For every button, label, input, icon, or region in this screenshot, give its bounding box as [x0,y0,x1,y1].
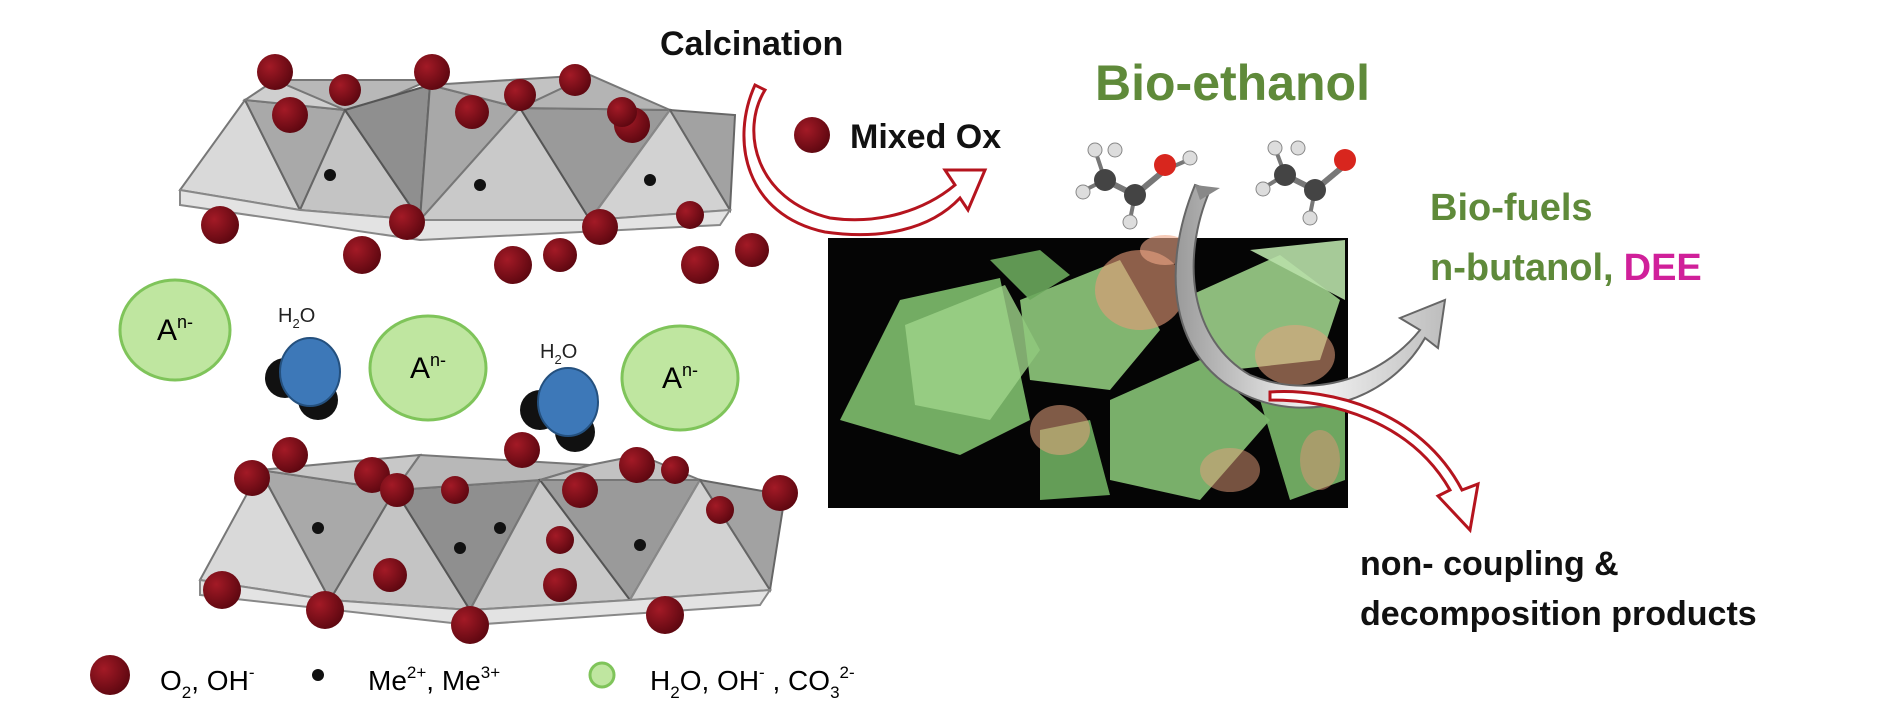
water-molecule-icon: H2O [520,341,599,452]
svg-text:Me2+, Me3+: Me2+, Me3+ [368,663,500,696]
water-molecule-icon: H2O [265,305,341,420]
interlayer-anion-1: An- [118,278,232,382]
svg-text:O2, OH-: O2, OH- [160,663,254,702]
molecule-icon [1255,140,1356,226]
curved-arrow-icon [1174,183,1447,409]
curved-arrow-icon [1268,390,1480,534]
bio-ethanol-label: Bio-ethanol [1095,55,1370,111]
svg-text:An-: An- [662,360,698,395]
interlayer-anion-3: An- [620,324,740,432]
mixed-ox-label: Mixed Ox [850,118,1001,156]
bottom-brucite-layer [198,432,798,644]
legend: O2, OH- Me2+, Me3+ H2O, OH- , CO32- [90,655,855,702]
cation-legend-icon [312,669,324,681]
svg-text:H2O: H2O [540,341,577,367]
non-coupling-label-line2: decomposition products [1360,595,1757,633]
interlayer-anion-2: An- [368,314,488,422]
svg-text:An-: An- [157,312,193,347]
bio-fuels-label: Bio-fuels [1430,187,1593,229]
curved-arrow-icon [742,82,988,237]
catalyst-micrograph [828,235,1348,508]
calcination-label: Calcination [660,25,843,63]
interlayer-legend-icon [588,661,616,689]
non-coupling-label-line1: non- coupling & [1360,545,1619,583]
svg-text:H2O: H2O [278,305,315,331]
svg-text:An-: An- [410,350,446,385]
molecule-icon [1075,142,1198,230]
oxygen-legend-icon [90,655,130,695]
top-brucite-layer [178,54,830,284]
n-butanol-label: n-butanol,DEE [1430,247,1702,289]
svg-text:H2O, OH- , CO32-: H2O, OH- , CO32- [650,663,855,702]
